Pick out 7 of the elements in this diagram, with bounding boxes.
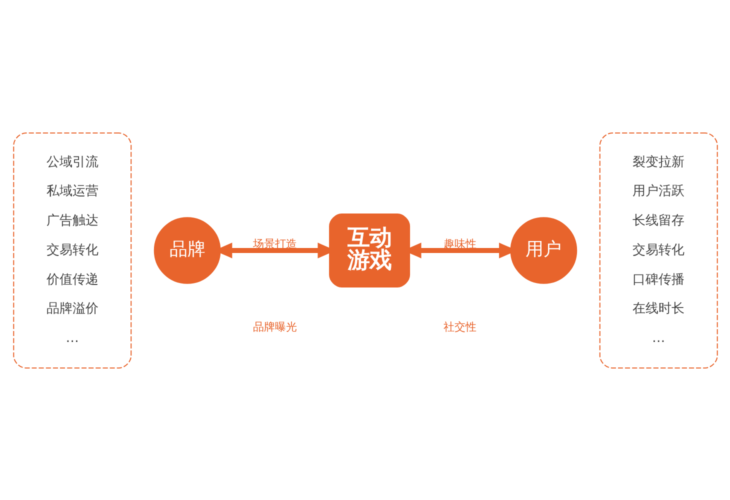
node-circle: 品牌 bbox=[153, 216, 220, 284]
label: 社交性 bbox=[443, 320, 476, 333]
node-box: 互动游戏 bbox=[328, 213, 410, 287]
node-box: 裂变拉新 用户活跃 长线留存 交易转化 口碑传播 在线时长 … bbox=[598, 132, 718, 368]
label: 品牌曝光 bbox=[252, 320, 296, 333]
node-circle: 用户 bbox=[510, 216, 577, 284]
node-box: 公域引流 私域运营 广告触达 交易转化 价值传递 品牌溢价 … bbox=[12, 132, 132, 368]
